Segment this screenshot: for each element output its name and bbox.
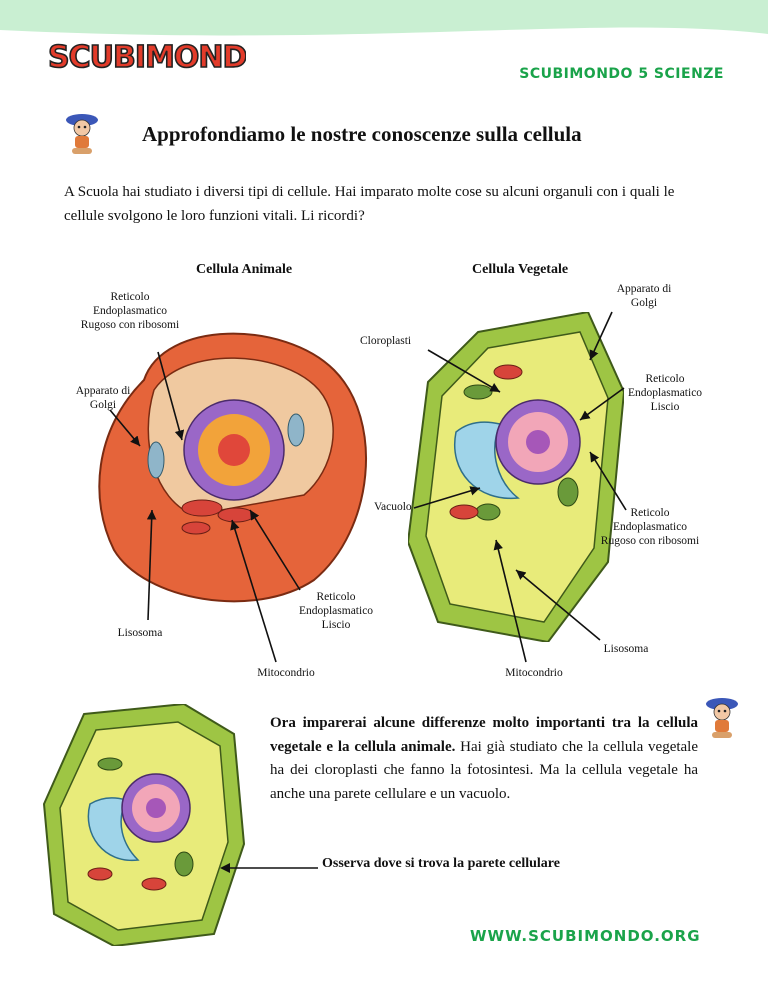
differences-paragraph-bold: Ora imparerai alcune differenze molto im… bbox=[270, 715, 698, 755]
cell-wall-caption: Osserva dove si trova la parete cellular… bbox=[322, 856, 560, 871]
page-title: Approfondiamo le nostre conoscenze sulla… bbox=[142, 122, 582, 146]
caption-pointer-arrow bbox=[220, 863, 318, 873]
plant-cell-illustration bbox=[408, 312, 624, 642]
plant-label-rer: Reticolo Endoplasmatico Rugoso con ribos… bbox=[600, 507, 700, 547]
animal-label-rel: Reticolo Endoplasmatico Liscio bbox=[298, 591, 374, 631]
mascot-icon bbox=[66, 114, 98, 154]
animal-cell-title: Cellula Animale bbox=[196, 262, 293, 277]
animal-label-golgi: Apparato di Golgi bbox=[75, 385, 131, 411]
footer-website: WWW.SCUBIMONDO.ORG bbox=[470, 927, 701, 945]
plant-label-lisosoma: Lisosoma bbox=[603, 643, 649, 655]
mascot-icon bbox=[706, 698, 738, 738]
animal-label-mitocondrio: Mitocondrio bbox=[257, 667, 315, 679]
logo-text: SCUBIMONDO bbox=[48, 40, 246, 75]
animal-label-rer: Reticolo Endoplasmatico Rugoso con ribos… bbox=[80, 291, 180, 331]
plant-label-golgi: Apparato di Golgi bbox=[616, 283, 672, 309]
plant-cell-wall-illustration bbox=[42, 704, 246, 946]
scubimondo-logo: SCUBIMONDO bbox=[47, 39, 246, 76]
plant-label-vacuolo: Vacuolo bbox=[374, 501, 412, 513]
header-band bbox=[0, 0, 768, 36]
differences-paragraph: Ora imparerai alcune differenze molto im… bbox=[270, 712, 698, 806]
header-subject: SCUBIMONDO 5 SCIENZE bbox=[519, 66, 724, 82]
plant-label-cloroplasti: Cloroplasti bbox=[360, 335, 412, 347]
intro-text: A Scuola hai studiato i diversi tipi di … bbox=[64, 184, 675, 224]
animal-cell-illustration bbox=[98, 332, 367, 603]
animal-label-lisosoma: Lisosoma bbox=[117, 627, 163, 639]
differences-paragraph-rest: Hai già studiato che la cellula vegetale… bbox=[270, 738, 699, 802]
plant-cell-title: Cellula Vegetale bbox=[472, 262, 569, 277]
plant-label-mitocondrio: Mitocondrio bbox=[505, 667, 563, 679]
plant-label-rel: Reticolo Endoplasmatico Liscio bbox=[627, 373, 703, 413]
